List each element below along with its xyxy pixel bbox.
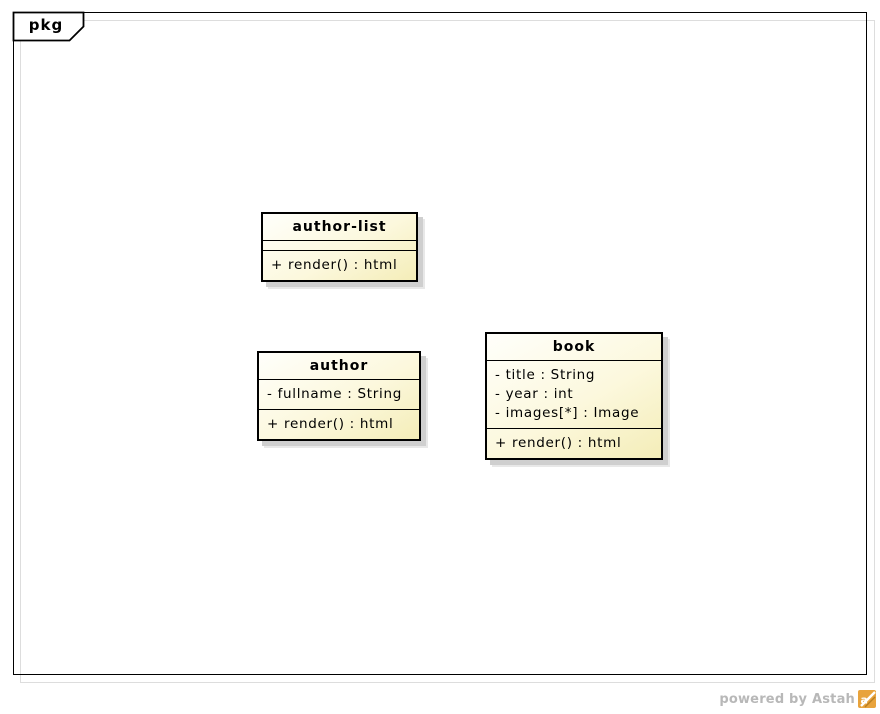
method-render: + render() : html [271, 257, 398, 273]
attributes-compartment: - title : String - year : int - images[*… [487, 361, 661, 429]
class-name: book [487, 334, 661, 361]
attributes-compartment [263, 241, 416, 251]
class-author-list[interactable]: author-list + render() : html [261, 212, 418, 282]
class-name: author [259, 353, 419, 380]
attribute-year: - year : int [495, 386, 574, 402]
package-tab [12, 11, 85, 42]
astah-logo-icon: a [858, 690, 876, 708]
svg-text:a: a [861, 694, 868, 707]
methods-compartment: + render() : html [263, 251, 416, 280]
attributes-compartment: - fullname : String [259, 380, 419, 410]
frame-shadow [20, 20, 875, 683]
class-name: author-list [263, 214, 416, 241]
methods-compartment: + render() : html [487, 429, 661, 458]
method-render: + render() : html [495, 435, 622, 451]
attribute-title: - title : String [495, 367, 596, 383]
package-tab-label: pkg [28, 16, 64, 34]
attribute-fullname: - fullname : String [267, 386, 402, 402]
methods-compartment: + render() : html [259, 410, 419, 439]
package-frame-border [13, 12, 867, 675]
method-render: + render() : html [267, 416, 394, 432]
attribute-images: - images[*] : Image [495, 405, 640, 421]
watermark-text: powered by Astah [719, 691, 855, 707]
class-author[interactable]: author - fullname : String + render() : … [257, 351, 421, 441]
class-book[interactable]: book - title : String - year : int - ima… [485, 332, 663, 460]
watermark: powered by Astah a [719, 689, 876, 709]
